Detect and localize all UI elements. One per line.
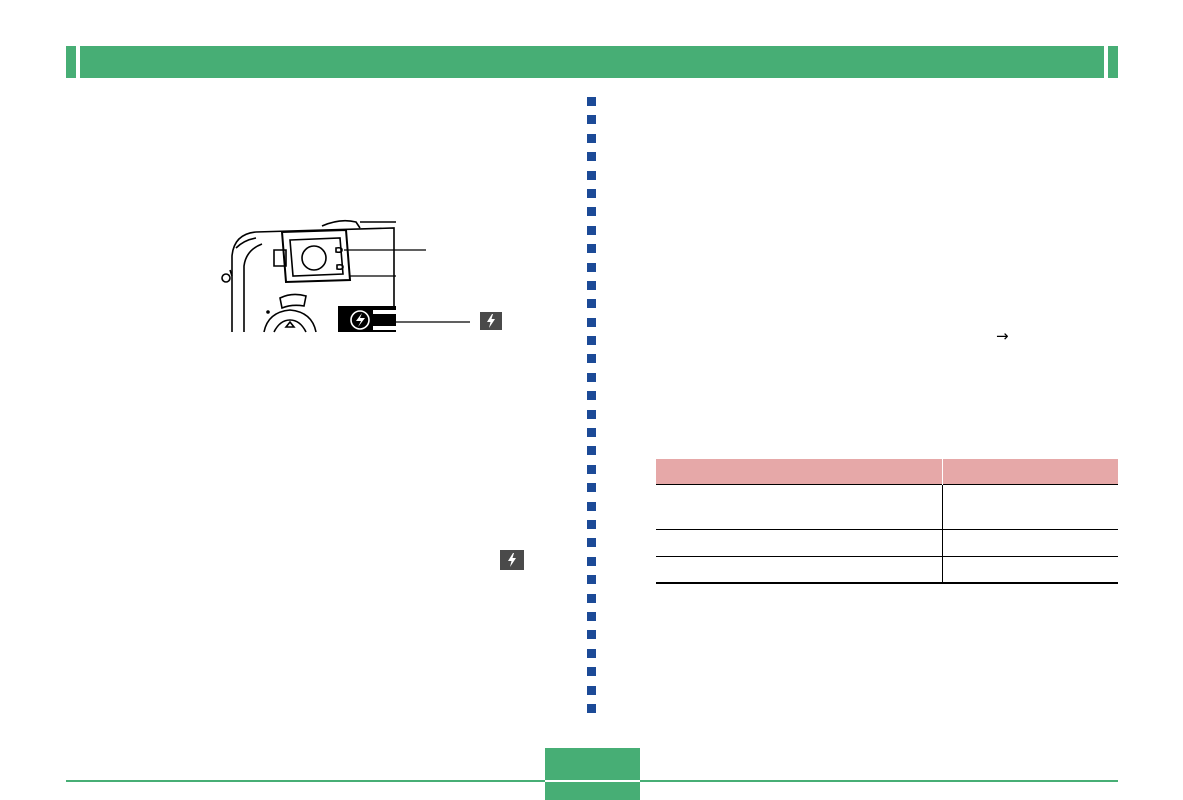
table-cell	[656, 556, 943, 584]
table-cell	[942, 529, 1118, 557]
header-bar-divider-left	[76, 46, 80, 78]
separator-marker	[587, 207, 596, 217]
table-row	[656, 556, 1118, 584]
separator-marker	[587, 409, 596, 419]
separator-marker	[587, 446, 596, 456]
header-bar	[66, 46, 1118, 78]
settings-table	[656, 459, 1118, 584]
table-row	[656, 484, 1118, 530]
separator-marker	[587, 501, 596, 511]
separator-marker	[587, 299, 596, 309]
separator-marker	[587, 519, 596, 529]
footer-tab-divider	[545, 780, 640, 782]
separator-marker	[587, 152, 596, 162]
separator-marker	[587, 225, 596, 235]
table-cell	[656, 529, 943, 557]
separator-marker	[587, 115, 596, 125]
separator-marker	[587, 262, 596, 272]
separator-marker	[587, 648, 596, 658]
separator-marker	[587, 538, 596, 548]
separator-marker	[587, 188, 596, 198]
flash-badge-icon	[480, 312, 502, 330]
separator-marker	[587, 391, 596, 401]
separator-marker	[587, 703, 596, 713]
separator-marker	[587, 575, 596, 585]
separator-marker	[587, 556, 596, 566]
separator-marker	[587, 464, 596, 474]
flash-icon	[500, 550, 524, 570]
page-number-tab	[545, 748, 640, 800]
table-header-cell	[656, 459, 943, 485]
table-cell	[942, 484, 1118, 530]
arrow-icon: →	[996, 327, 1009, 345]
separator-marker	[587, 667, 596, 677]
table-cell	[656, 484, 943, 530]
separator-marker	[587, 170, 596, 180]
separator-marker	[587, 97, 596, 106]
table-row	[656, 529, 1118, 557]
separator-marker	[587, 354, 596, 364]
separator-marker	[587, 593, 596, 603]
separator-marker	[587, 611, 596, 621]
separator-marker	[587, 280, 596, 290]
separator-marker	[587, 133, 596, 143]
header-bar-divider-right	[1104, 46, 1108, 78]
table-header-cell	[942, 459, 1118, 485]
separator-marker	[587, 336, 596, 346]
camera-illustration	[221, 219, 470, 333]
table-cell	[942, 556, 1118, 584]
separator-marker	[587, 244, 596, 254]
separator-marker	[587, 372, 596, 382]
separator-marker	[587, 428, 596, 438]
separator-marker	[587, 317, 596, 327]
separator-marker	[587, 685, 596, 695]
column-separator-markers	[587, 97, 597, 722]
table-header-row	[656, 459, 1118, 485]
separator-marker	[587, 483, 596, 493]
separator-marker	[587, 630, 596, 640]
